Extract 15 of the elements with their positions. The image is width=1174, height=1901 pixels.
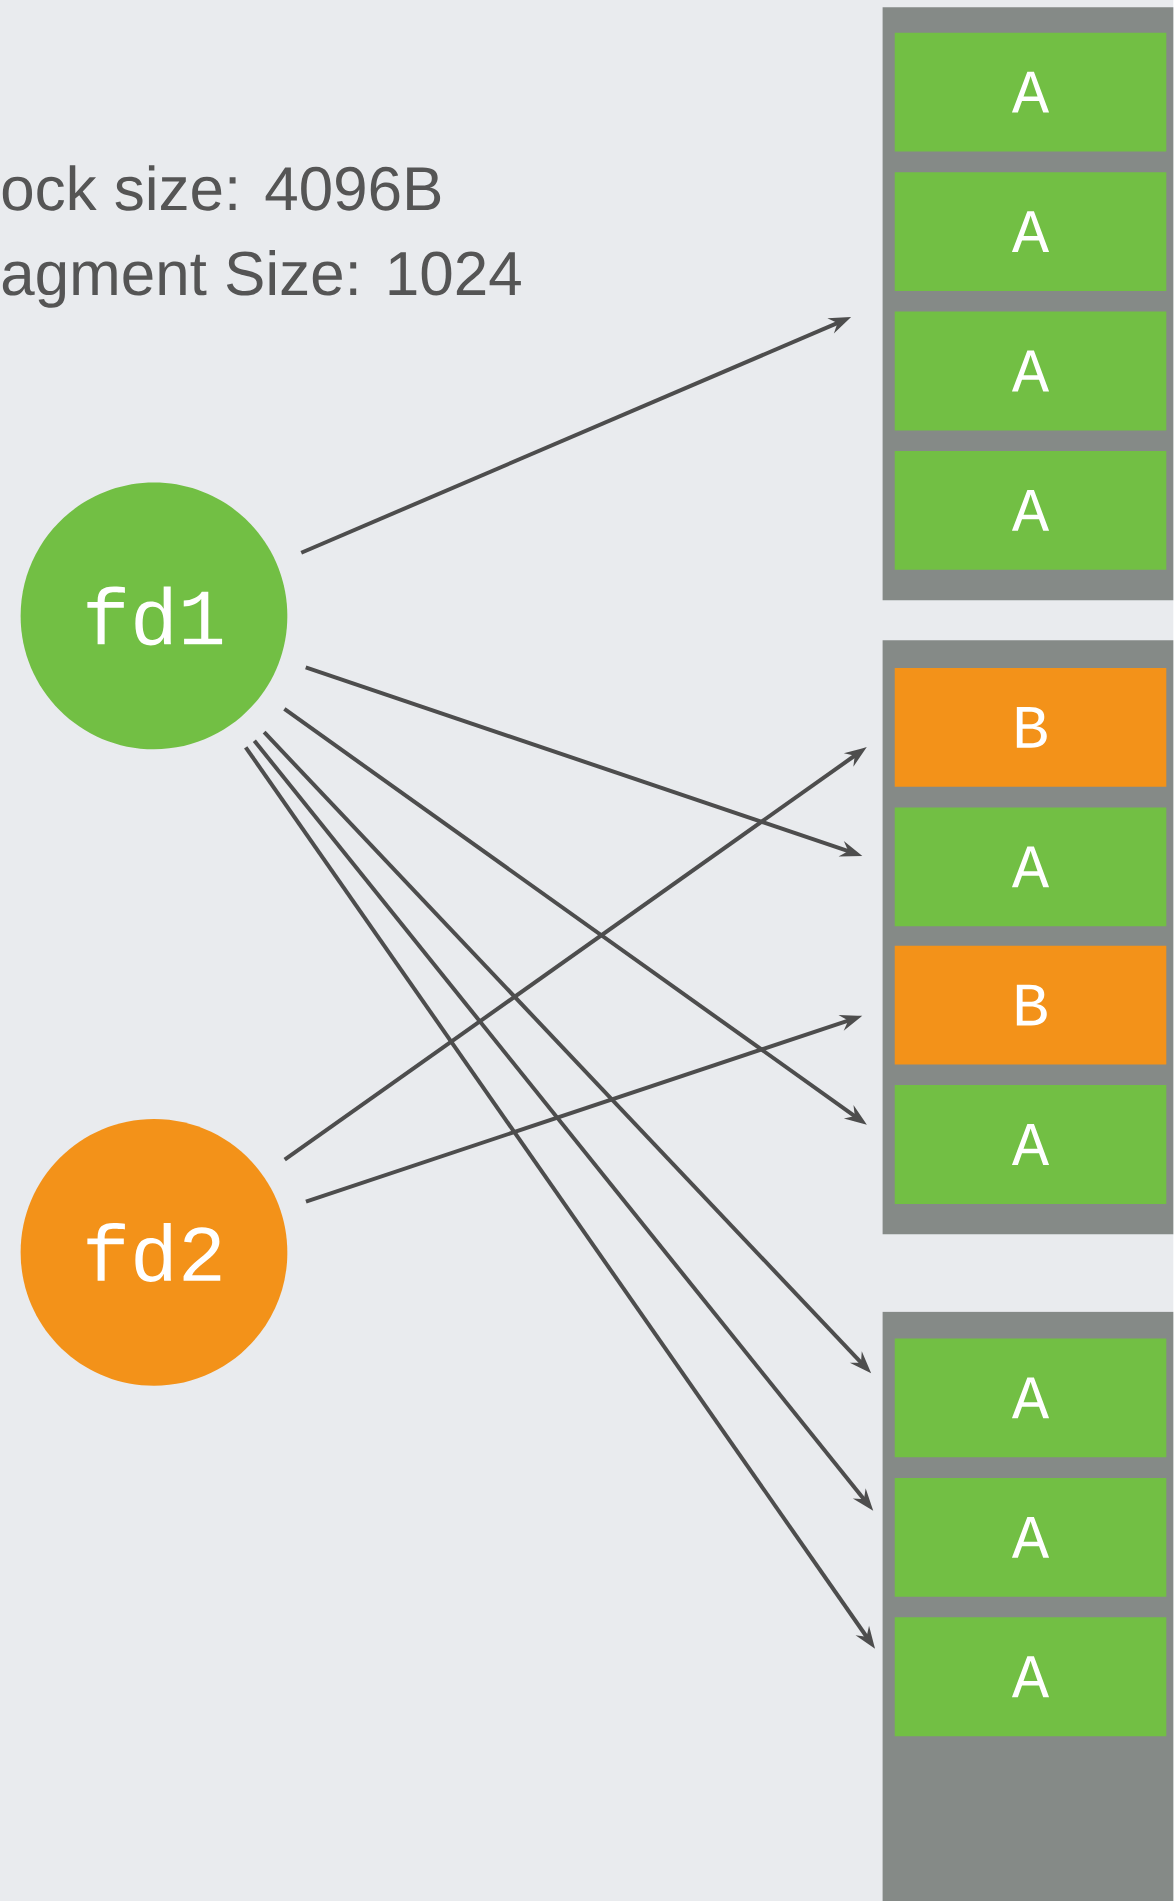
fragment-cell: A: [894, 1338, 1167, 1458]
fragment-cell: A: [894, 311, 1167, 431]
fragment-cell: A: [894, 1617, 1167, 1737]
heading-text: ock size: 4096B: [3, 165, 441, 211]
circle-node: fd1: [20, 482, 288, 750]
fragment-cell: B: [894, 945, 1167, 1065]
fragment-cell: A: [894, 807, 1167, 927]
circle-node: fd2: [20, 1119, 288, 1386]
fragment-cell: A: [894, 32, 1167, 152]
fragment-cell: A: [894, 1477, 1167, 1597]
fragment-cell: A: [894, 172, 1167, 291]
fragment-cell: A: [894, 1085, 1167, 1204]
heading-text: agment Size: 1024: [3, 250, 522, 308]
fragment-cell: A: [894, 451, 1167, 570]
fragment-cell: B: [894, 668, 1167, 787]
